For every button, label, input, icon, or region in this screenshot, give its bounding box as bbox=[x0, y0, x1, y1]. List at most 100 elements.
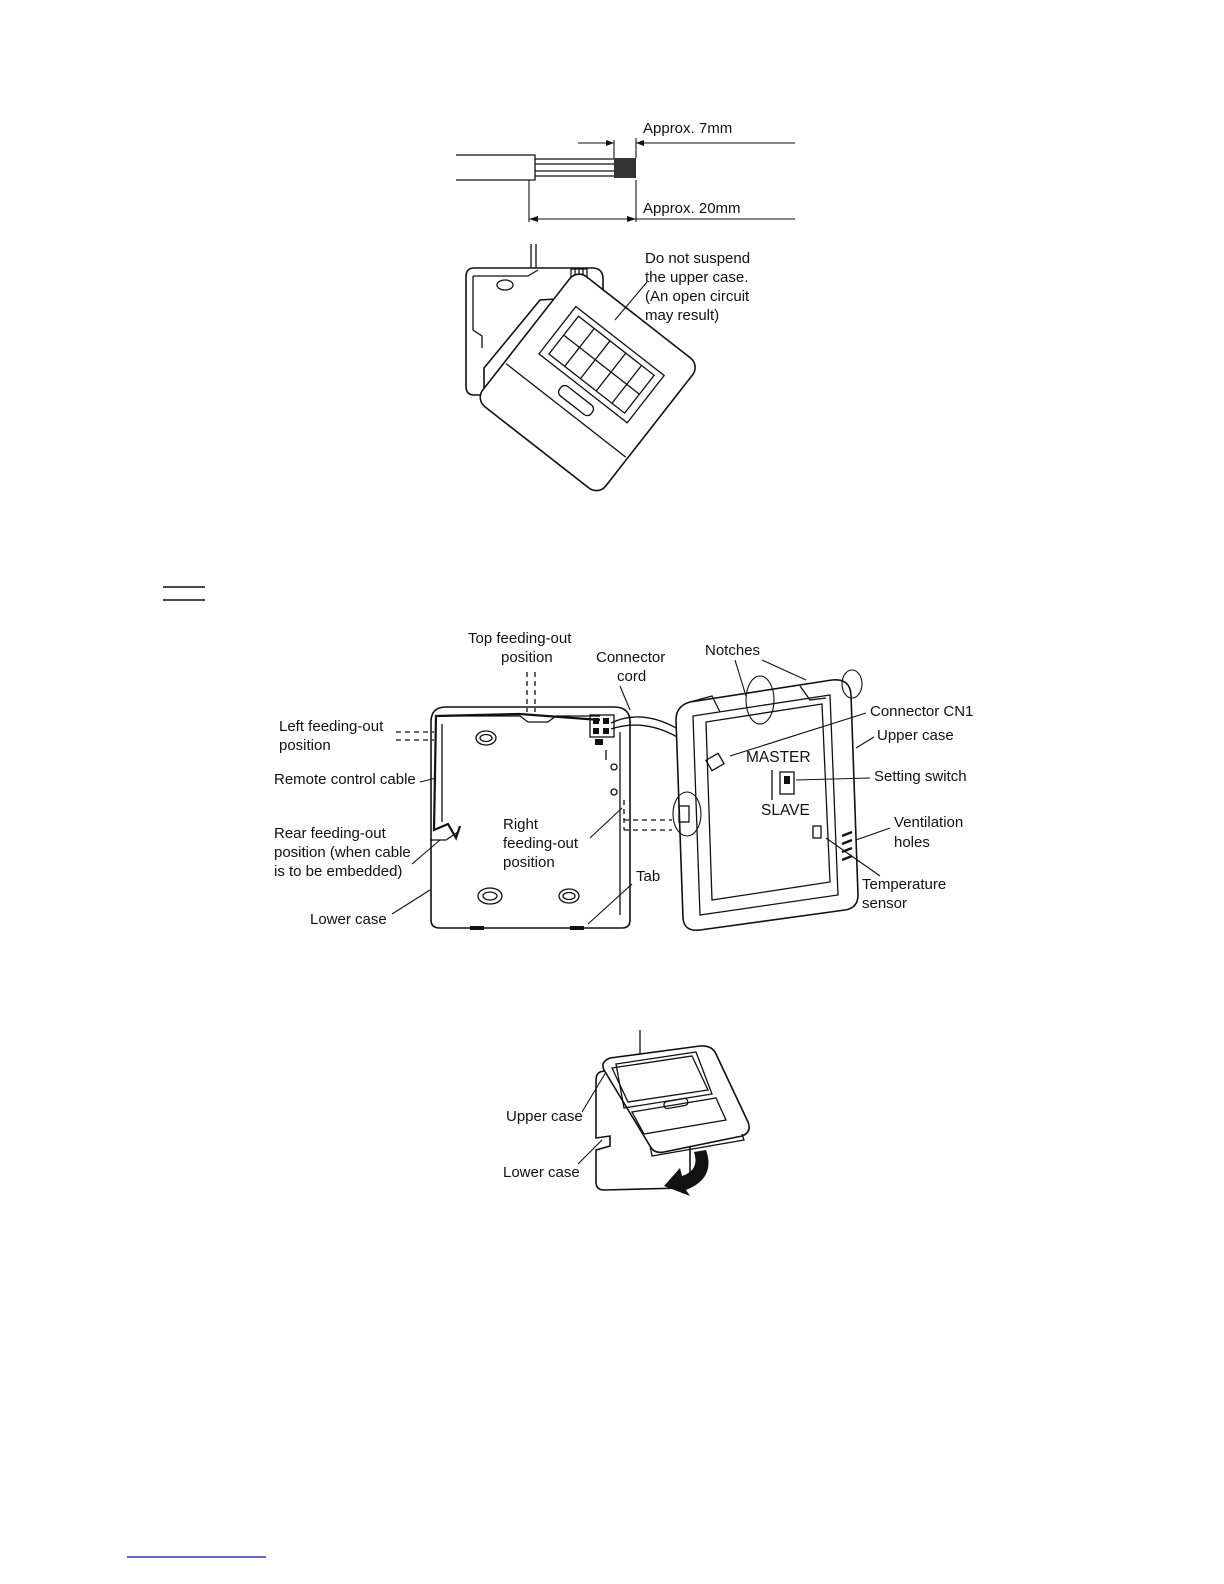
rear-feed-notch bbox=[430, 831, 459, 841]
attach-label-upper-case: Upper case bbox=[506, 1108, 583, 1125]
connector-cn1-leader bbox=[729, 712, 867, 757]
rotate-arrow-icon bbox=[664, 1150, 709, 1196]
screw-hole-top-inner bbox=[479, 733, 493, 743]
upper-case-notch-left bbox=[689, 695, 721, 713]
label-temp-sensor-1: Temperature bbox=[862, 876, 946, 893]
tab-left bbox=[470, 926, 484, 930]
screw-hole-top bbox=[475, 730, 497, 746]
upper-case-slot bbox=[557, 384, 595, 417]
setting-switch bbox=[779, 771, 795, 795]
terminal-pin-2 bbox=[603, 718, 609, 724]
attach-upper-leader bbox=[581, 1071, 607, 1113]
bare-wire-tips bbox=[614, 158, 636, 178]
label-tab: Tab bbox=[636, 868, 660, 885]
upper-case-body bbox=[479, 273, 696, 492]
temperature-sensor bbox=[812, 825, 822, 839]
open-case-figure: Top feeding-out position Connector cord … bbox=[274, 630, 973, 932]
label-rear-feed-3: is to be embedded) bbox=[274, 863, 402, 880]
label-connector-cn1: Connector CN1 bbox=[870, 703, 973, 720]
tab-leader bbox=[587, 883, 633, 925]
upper-case-hinge bbox=[678, 805, 690, 823]
lower-case-hook-2 bbox=[610, 788, 618, 796]
label-rear-feed-2: position (when cable bbox=[274, 844, 411, 861]
cable-strip-figure: Approx. 7mm Approx. 20mm bbox=[456, 120, 795, 222]
dim20-arrowhead-right bbox=[627, 216, 636, 222]
setting-switch-leader bbox=[795, 777, 871, 781]
rear-feed-leader bbox=[411, 839, 441, 865]
dim20-arrowhead-left bbox=[529, 216, 538, 222]
label-right-feed-3: position bbox=[503, 854, 555, 871]
label-top-feed-1: Top feeding-out bbox=[468, 630, 572, 647]
label-right-feed-1: Right bbox=[503, 816, 539, 833]
cable-sheath bbox=[456, 154, 536, 181]
suspend-warning-leader bbox=[614, 281, 648, 321]
tab-right bbox=[570, 926, 584, 930]
attach-button bbox=[663, 1097, 689, 1110]
label-right-feed-2: feeding-out bbox=[503, 835, 579, 852]
suspend-warning-line-2: the upper case. bbox=[645, 269, 748, 286]
dim7-arrowhead-right bbox=[636, 140, 644, 146]
notch-highlight-circle bbox=[745, 675, 775, 725]
vent-hole-1 bbox=[841, 830, 853, 838]
ventilation-leader bbox=[855, 827, 891, 841]
label-upper-case: Upper case bbox=[877, 727, 954, 744]
connector-cord-leader bbox=[619, 685, 631, 711]
lower-case-back bbox=[465, 267, 604, 396]
vent-hole-3 bbox=[841, 846, 853, 854]
lower-case-terminal-block bbox=[589, 714, 615, 738]
screw-hole-bottom-right bbox=[558, 888, 580, 904]
upper-case-leader bbox=[855, 736, 875, 749]
label-temp-sensor-2: sensor bbox=[862, 895, 907, 912]
notches-leader-2 bbox=[761, 659, 807, 681]
pcb-mid bbox=[563, 334, 640, 395]
upper-case-inner-panel bbox=[705, 703, 831, 901]
attach-label-lower-case: Lower case bbox=[503, 1164, 580, 1181]
vent-hole-4 bbox=[841, 854, 853, 862]
remote-control-cable-path bbox=[432, 712, 601, 841]
suspend-warning-line-4: may result) bbox=[645, 307, 719, 324]
attach-case-figure: Upper case Lower case bbox=[503, 1030, 750, 1196]
label-ventilation-1: Ventilation bbox=[894, 814, 963, 831]
terminal-pin-5 bbox=[595, 739, 603, 745]
label-left-feed-1: Left feeding-out bbox=[279, 718, 384, 735]
attach-upper-case-edge bbox=[649, 1133, 745, 1157]
dim7-arrowhead-left bbox=[606, 140, 614, 146]
lower-case-body bbox=[430, 706, 631, 929]
screw-hole-bottom-left bbox=[477, 887, 503, 905]
remote-cable-leader bbox=[419, 777, 437, 783]
lower-case-leader bbox=[391, 889, 431, 915]
label-connector-cord-1: Connector bbox=[596, 649, 665, 666]
lower-case-cable-channel bbox=[472, 276, 483, 348]
label-notches: Notches bbox=[705, 642, 760, 659]
temperature-sensor-leader bbox=[825, 837, 881, 877]
vent-hole-2 bbox=[841, 838, 853, 846]
screw-hole-bottom-right-inner bbox=[562, 891, 576, 901]
label-master: MASTER bbox=[746, 749, 811, 766]
lower-case-inner-edge bbox=[473, 269, 539, 277]
hinge-highlight-circle bbox=[672, 791, 702, 837]
suspend-warning-figure: Do not suspend the upper case. (An open … bbox=[465, 244, 750, 492]
terminal-pin-4 bbox=[603, 728, 609, 734]
suspend-warning-line-3: (An open circuit bbox=[645, 288, 750, 305]
label-left-feed-2: position bbox=[279, 737, 331, 754]
lower-case-screw-hole bbox=[496, 279, 514, 291]
label-lower-case: Lower case bbox=[310, 911, 387, 928]
label-remote-cable: Remote control cable bbox=[274, 771, 416, 788]
connector-cn1 bbox=[705, 752, 725, 772]
label-top-feed-2: position bbox=[501, 649, 553, 666]
dim7-label: Approx. 7mm bbox=[643, 120, 732, 137]
upper-case-frame bbox=[538, 305, 666, 424]
dim20-label: Approx. 20mm bbox=[643, 200, 741, 217]
label-slave: SLAVE bbox=[761, 802, 810, 819]
terminal-pin-3 bbox=[593, 728, 599, 734]
upper-case-body bbox=[675, 678, 859, 932]
label-rear-feed-1: Rear feeding-out bbox=[274, 825, 387, 842]
attach-display-frame bbox=[615, 1051, 713, 1109]
upper-case-notch-right bbox=[799, 685, 827, 701]
notch-highlight-circle-right bbox=[841, 669, 863, 699]
lower-case-hook-1 bbox=[610, 763, 618, 771]
upper-case-tilted bbox=[479, 273, 696, 492]
attach-lower-leader bbox=[577, 1139, 603, 1165]
label-setting-switch: Setting switch bbox=[874, 768, 967, 785]
